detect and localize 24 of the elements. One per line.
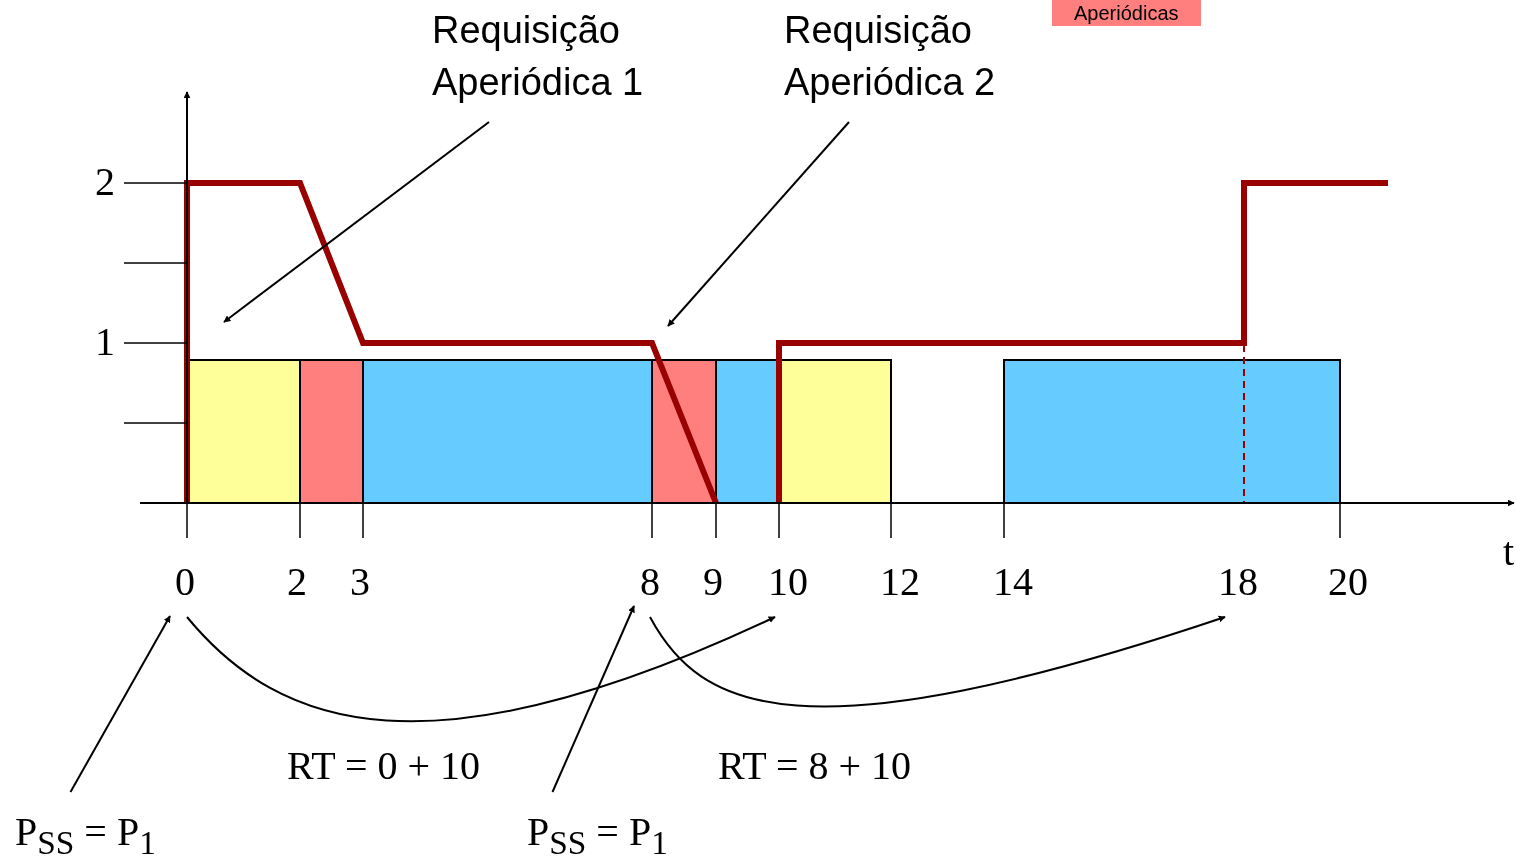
axis-value: 2 [95, 162, 115, 202]
arrow [551, 605, 635, 793]
time-label: 18 [1218, 562, 1258, 602]
request-label: Requisição Aperiódica 2 [784, 4, 1034, 108]
server-priority-label: P$_{SS}$ = P$_{1}$ [527, 812, 668, 860]
arrow [223, 121, 490, 323]
time-label: 8 [640, 562, 660, 602]
axis-value: 1 [95, 322, 115, 362]
time-label: 9 [703, 562, 723, 602]
arrow [667, 121, 850, 327]
arrow [69, 615, 171, 793]
time-label: 20 [1328, 562, 1368, 602]
axis-title: t [1503, 532, 1515, 572]
time-label: 2 [287, 562, 307, 602]
arrow [186, 616, 776, 722]
time-label: 12 [880, 562, 920, 602]
server-priority-label: P$_{SS}$ = P$_{1}$ [15, 812, 156, 860]
time-label: 0 [175, 562, 195, 602]
arrow [649, 615, 1226, 708]
time-label: 3 [350, 562, 370, 602]
time-label: 14 [993, 562, 1033, 602]
request-label: Requisição Aperiódica 1 [432, 4, 682, 108]
time-label: 10 [768, 562, 808, 602]
legend-swatch: Aperiódicas [1052, 0, 1201, 26]
